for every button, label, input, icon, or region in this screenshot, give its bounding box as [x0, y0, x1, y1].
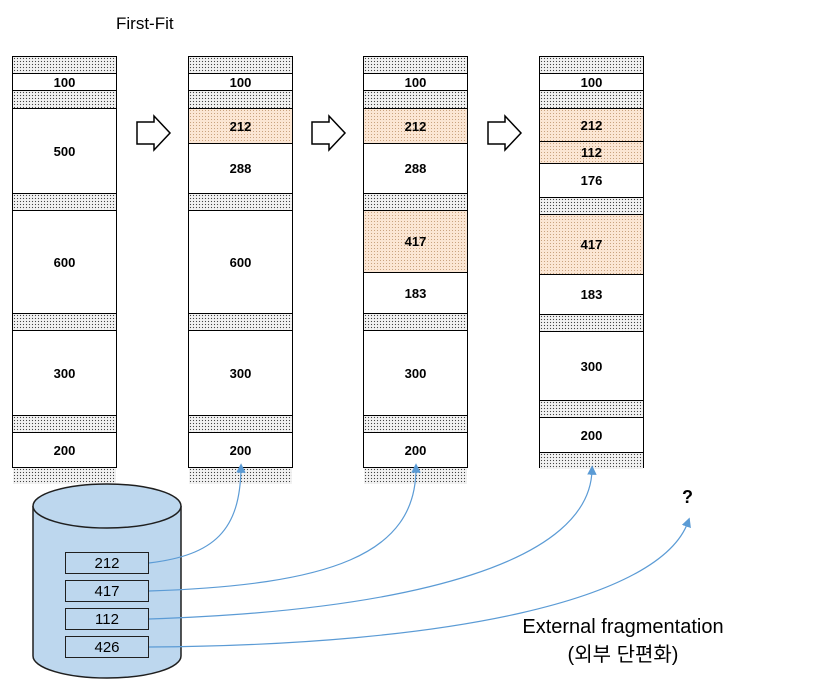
unallocated-question-mark: ?	[682, 487, 693, 507]
free-block-600: 600	[13, 210, 116, 313]
used-memory-gap	[540, 90, 643, 108]
used-memory-gap	[189, 57, 292, 73]
used-memory-gap	[13, 193, 116, 210]
free-block-100: 100	[189, 73, 292, 90]
free-block-176: 176	[540, 163, 643, 197]
used-memory-gap	[364, 313, 467, 330]
allocated-block-212: 212	[189, 108, 292, 143]
used-memory-gap	[13, 90, 116, 108]
used-memory-gap	[364, 193, 467, 210]
used-memory-gap	[13, 57, 116, 73]
free-block-183: 183	[540, 274, 643, 314]
free-block-300: 300	[189, 330, 292, 415]
free-block-200: 200	[13, 432, 116, 467]
caption-korean: (외부 단편화)	[567, 644, 679, 666]
used-memory-gap	[540, 400, 643, 417]
caption-external-fragmentation: External fragmentation	[522, 616, 724, 638]
free-block-100: 100	[13, 73, 116, 90]
used-memory-gap	[13, 313, 116, 330]
free-block-300: 300	[364, 330, 467, 415]
used-memory-gap	[540, 452, 643, 469]
used-memory-gap	[189, 90, 292, 108]
free-block-183: 183	[364, 272, 467, 313]
free-block-200: 200	[364, 432, 467, 467]
connector-426	[148, 517, 691, 648]
diagram-title: First-Fit	[116, 14, 174, 33]
used-memory-gap	[189, 415, 292, 432]
process-request-417: 417	[65, 580, 149, 602]
used-memory-gap	[189, 193, 292, 210]
used-memory-gap	[364, 90, 467, 108]
connector-112	[148, 465, 597, 620]
free-block-200: 200	[189, 432, 292, 467]
used-memory-gap	[540, 314, 643, 331]
free-block-100: 100	[540, 73, 643, 90]
allocated-block-112: 112	[540, 141, 643, 163]
free-block-100: 100	[364, 73, 467, 90]
allocated-block-212: 212	[364, 108, 467, 143]
used-memory-gap	[364, 57, 467, 73]
step-arrow-1-icon	[136, 114, 172, 152]
free-block-288: 288	[364, 143, 467, 193]
allocated-block-417: 417	[364, 210, 467, 272]
used-memory-gap	[540, 197, 643, 214]
process-request-426: 426	[65, 636, 149, 658]
free-block-500: 500	[13, 108, 116, 193]
step-arrow-2-icon	[311, 114, 347, 152]
free-block-300: 300	[540, 331, 643, 400]
step-arrow-3-icon	[487, 114, 523, 152]
free-block-600: 600	[189, 210, 292, 313]
allocated-block-417: 417	[540, 214, 643, 274]
used-memory-gap	[13, 467, 116, 484]
process-request-112: 112	[65, 608, 149, 630]
used-memory-gap	[189, 313, 292, 330]
memory-column-1: 100 500 600 300 200	[12, 56, 117, 484]
allocated-block-212: 212	[540, 108, 643, 141]
used-memory-gap	[364, 415, 467, 432]
used-memory-gap	[540, 57, 643, 73]
connector-212	[148, 463, 246, 564]
used-memory-gap	[13, 415, 116, 432]
connector-417	[148, 463, 421, 592]
free-block-288: 288	[189, 143, 292, 193]
process-request-212: 212	[65, 552, 149, 574]
free-block-200: 200	[540, 417, 643, 452]
free-block-300: 300	[13, 330, 116, 415]
